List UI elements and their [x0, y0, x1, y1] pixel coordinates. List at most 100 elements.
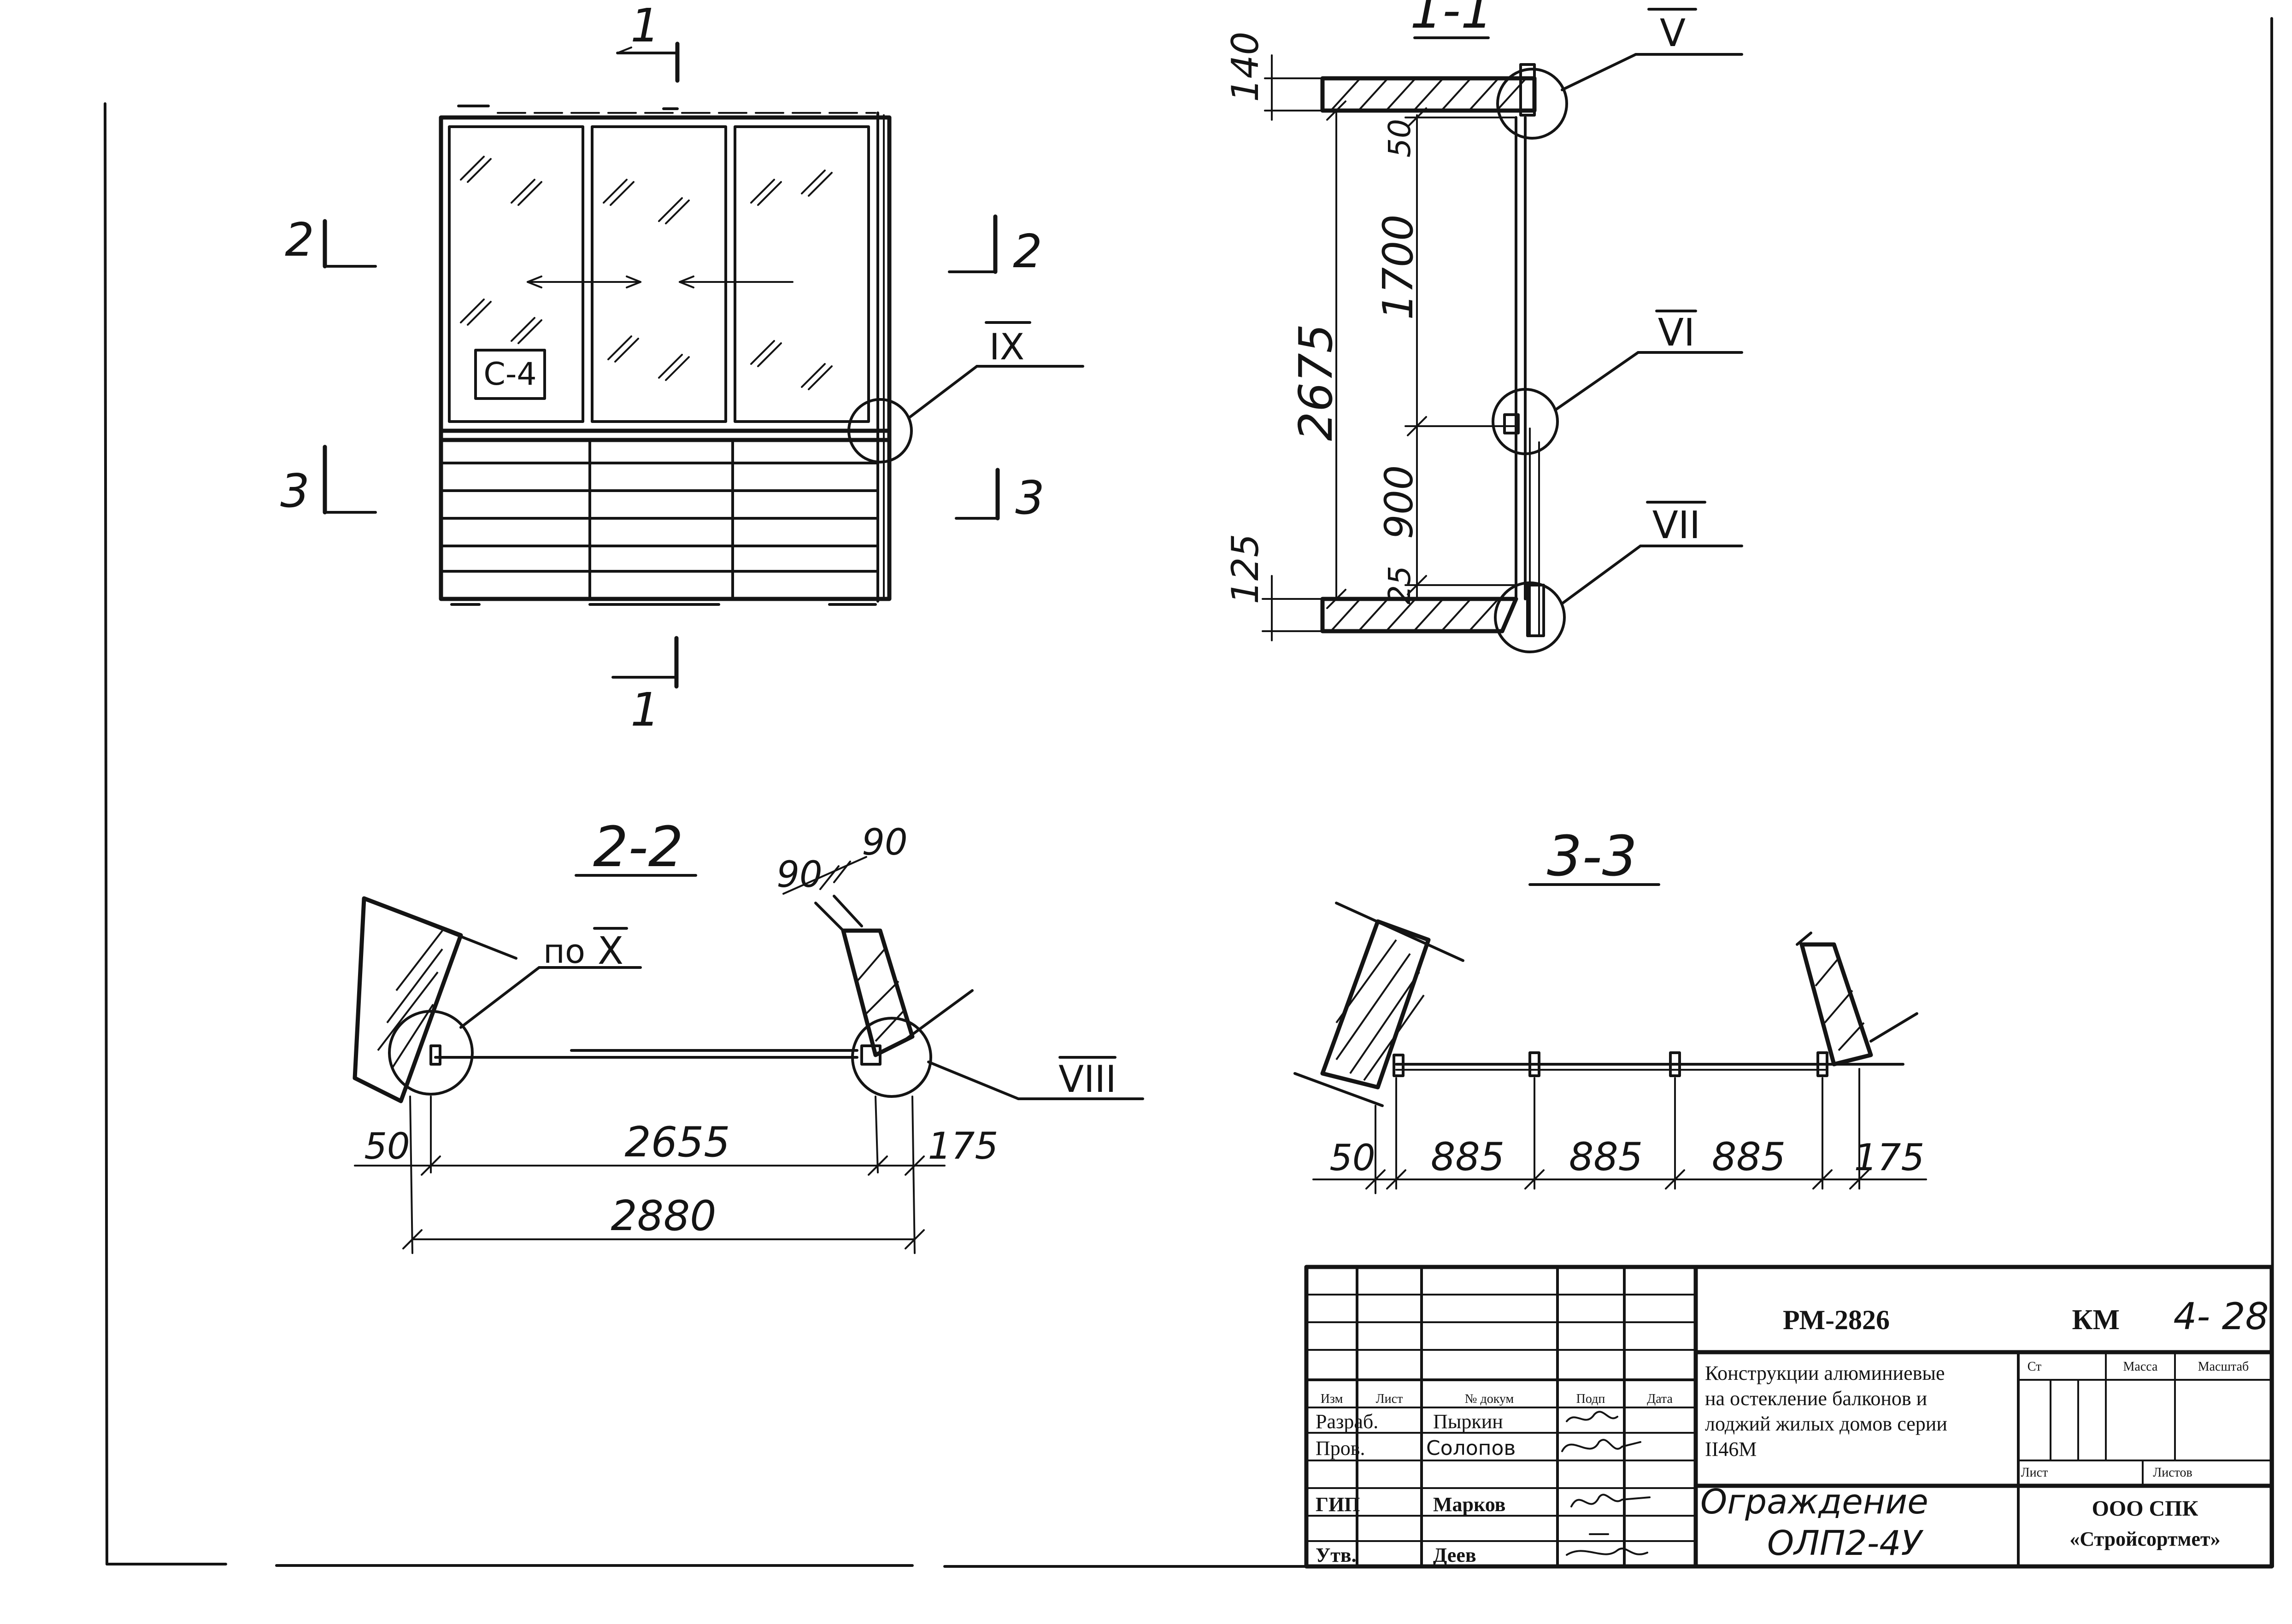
signatures [1561, 1411, 1651, 1556]
dim-right-90: 90 [862, 822, 907, 863]
section-mark-3-right: 3 [955, 468, 1045, 525]
section-3-3-title: 3-3 [1547, 825, 1637, 889]
elevation-view: С-4 IX 1 1 2 [280, 0, 1084, 737]
dim-right-175: 175 [928, 1125, 999, 1167]
left-wall-3-3 [1320, 919, 1431, 1090]
dim-right-175-3-3: 175 [1854, 1136, 1925, 1179]
role-approver: Утв. [1316, 1544, 1357, 1566]
drawing-name-line-2: ОЛП2-4У [1767, 1524, 1924, 1563]
node-v-label: V [1660, 12, 1686, 55]
name-checker: Солопов [1426, 1436, 1516, 1460]
dim-top-slab: 140 [1224, 32, 1267, 102]
section-mark-1-top-label: 1 [630, 0, 660, 53]
right-wall-3-3 [1799, 942, 1873, 1067]
node-v-circle [1496, 68, 1568, 140]
drawing-code: РМ-2826 [1783, 1305, 1890, 1335]
node-vii-circle [1494, 581, 1566, 653]
node-vi-circle [1492, 388, 1559, 455]
glass-pane-right [734, 125, 870, 423]
dim-bay-1: 885 [1431, 1134, 1504, 1179]
elevation-outer-frame [439, 115, 892, 601]
head-list: Лист [1376, 1392, 1403, 1406]
node-x-circle [388, 1010, 474, 1096]
node-vi-label: VI [1658, 311, 1695, 355]
dim-left-50-3-3: 50 [1329, 1137, 1375, 1179]
bottom-slab [1320, 597, 1518, 633]
node-viii-circle [851, 1017, 932, 1098]
panel-label-box [474, 349, 546, 400]
right-wall-hatch [856, 948, 906, 1042]
ref-node-label: X [598, 929, 623, 973]
section-1-1-view: 1-1 V [1224, 0, 1743, 653]
dim-total-height: 2675 [1289, 324, 1343, 441]
right-wall [841, 928, 915, 1057]
name-gip: Марков [1433, 1493, 1505, 1516]
ref-label: по [543, 932, 585, 971]
head-sign: Подп [1576, 1392, 1605, 1406]
dim-left-90: 90 [776, 854, 822, 896]
dim-lower-part: 900 [1376, 465, 1422, 539]
section-3-3-view: 3-3 [1293, 825, 1927, 1194]
head-scale: Масштаб [2198, 1360, 2249, 1374]
dim-left-50: 50 [364, 1126, 410, 1167]
section-mark-2-right-label: 2 [1013, 224, 1042, 278]
drawing-name-line-1: Ограждение [1700, 1482, 1928, 1522]
role-checker: Пров. [1316, 1437, 1365, 1460]
node-viii-label: VIII [1058, 1058, 1117, 1101]
head-stage: Ст [2028, 1360, 2042, 1374]
head-sheet: Лист [2021, 1466, 2048, 1480]
glass-pane-middle [591, 125, 727, 423]
section-mark-3-left: 3 [280, 445, 377, 518]
section-mark-1-top: 1 [616, 0, 680, 83]
dim-bottom-slab: 125 [1224, 534, 1267, 604]
name-developer: Пыркин [1433, 1410, 1503, 1433]
name-approver: Деев [1433, 1544, 1476, 1566]
section-mark-3-right-label: 3 [1015, 471, 1045, 525]
head-sheets: Листов [2153, 1466, 2192, 1480]
bottom-slab-hatch [1331, 599, 1499, 631]
sheet-number: 4- 28 [2174, 1295, 2269, 1338]
head-mass: Масса [2123, 1360, 2158, 1374]
dim-glazing: 1700 [1374, 214, 1422, 320]
dim-top-gap: 50 [1382, 119, 1417, 158]
org-line-1: ООО СПК [2092, 1496, 2198, 1521]
head-izm: Изм [1321, 1392, 1343, 1406]
section-mark-2-right: 2 [948, 214, 1042, 278]
sheet-prefix: КМ [2072, 1304, 2120, 1336]
dim-bay-2: 885 [1569, 1134, 1643, 1179]
dim-bottom-gap: 25 [1382, 566, 1417, 604]
dim-span-2655: 2655 [624, 1118, 730, 1167]
glass-hatching [460, 156, 833, 390]
description-line-1: Конструкции алюминиевые [1705, 1362, 1945, 1384]
slide-arrows [527, 276, 793, 288]
section-3-3-dimensions [1312, 1068, 1927, 1194]
node-vii-label: VII [1652, 504, 1700, 547]
section-2-2-view: 2-2 по X VIII [353, 815, 1144, 1254]
description-line-4: II46M [1705, 1438, 1757, 1460]
sheet-frame [104, 17, 2274, 1568]
top-slab-hatch [1331, 78, 1526, 111]
description-line-2: на остекление балконов и [1705, 1387, 1927, 1410]
section-2-2-title: 2-2 [593, 815, 683, 879]
panel-label: С-4 [483, 356, 536, 393]
section-mark-1-bottom: 1 [611, 636, 679, 737]
left-wall-hatch [377, 930, 443, 1070]
node-ix-label: IX [989, 327, 1024, 368]
head-date: Дата [1647, 1392, 1673, 1406]
section-mark-2-left: 2 [285, 213, 377, 269]
section-2-2-dimensions [354, 1096, 946, 1254]
role-gip: ГИП [1316, 1493, 1360, 1516]
node-ix-circle [847, 398, 913, 463]
head-doc: № докум [1465, 1392, 1514, 1406]
role-developer: Разраб. [1316, 1410, 1378, 1433]
description-line-3: лоджий жилых домов серии [1705, 1413, 1947, 1435]
section-mark-3-left-label: 3 [280, 464, 310, 518]
section-mark-1-bottom-label: 1 [630, 683, 660, 737]
dim-total-2880: 2880 [611, 1192, 716, 1240]
section-1-1-dimensions [1262, 54, 1517, 641]
section-1-1-title: 1-1 [1410, 0, 1493, 40]
dim-bay-3: 885 [1712, 1134, 1786, 1179]
glass-pane-left [448, 125, 584, 423]
org-line-2: «Стройсортмет» [2069, 1528, 2220, 1550]
